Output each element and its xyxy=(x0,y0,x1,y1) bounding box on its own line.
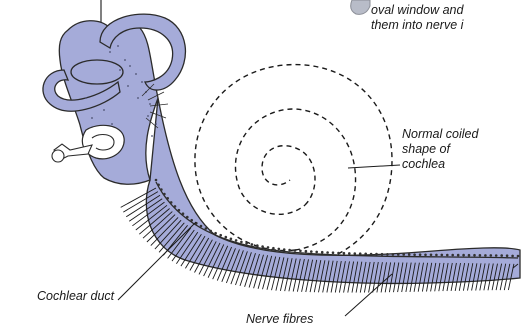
normal-coiled-label-line2: shape of xyxy=(402,142,478,157)
duct-dot xyxy=(256,244,259,247)
duct-dot xyxy=(310,250,313,253)
duct-dot xyxy=(402,253,405,256)
duct-dot xyxy=(225,236,228,239)
duct-dot xyxy=(517,255,520,258)
duct-dot xyxy=(283,248,286,251)
duct-dot xyxy=(332,251,335,254)
duct-dot xyxy=(408,253,411,256)
duct-dot xyxy=(219,234,222,237)
duct-dot xyxy=(424,254,427,257)
duct-dot xyxy=(261,245,264,248)
duct-dot xyxy=(419,253,422,256)
duct-dot xyxy=(305,250,308,253)
duct-dot xyxy=(484,254,487,257)
oval-window-label: oval window and them into nerve i xyxy=(371,3,463,33)
duct-dot xyxy=(160,188,163,191)
duct-dot xyxy=(182,212,185,215)
nerve-fibres-label: Nerve fibres xyxy=(246,312,313,327)
duct-dot xyxy=(235,239,238,242)
duct-dot xyxy=(251,243,254,246)
duct-dot xyxy=(155,179,158,182)
duct-dot xyxy=(337,252,340,255)
duct-dot xyxy=(381,253,384,256)
duct-dot xyxy=(413,253,416,256)
duct-dot xyxy=(267,246,270,249)
duct-dot xyxy=(200,225,203,228)
duct-dot xyxy=(272,247,275,250)
duct-dot xyxy=(214,232,217,235)
duct-dot xyxy=(392,253,395,256)
normal-coiled-label: Normal coiled shape of cochlea xyxy=(402,127,478,172)
coiled-pointer-line xyxy=(348,165,400,168)
duct-dot xyxy=(386,253,389,256)
duct-dot xyxy=(209,230,212,233)
oval-window-label-line1: oval window and xyxy=(371,3,463,18)
duct-dot xyxy=(178,209,181,212)
duct-dot xyxy=(299,250,302,253)
duct-dot xyxy=(359,252,362,255)
duct-dot xyxy=(230,238,233,241)
duct-dot xyxy=(294,249,297,252)
duct-dot xyxy=(495,254,498,257)
duct-dot xyxy=(451,254,454,257)
normal-coiled-label-line3: cochlea xyxy=(402,157,478,172)
duct-dot xyxy=(500,254,503,257)
duct-dot xyxy=(163,193,166,196)
duct-dot xyxy=(278,248,281,251)
duct-dot xyxy=(343,252,346,255)
ear-icon-partial xyxy=(351,0,370,14)
duct-dot xyxy=(321,251,324,254)
duct-dot xyxy=(490,254,493,257)
duct-dot xyxy=(348,252,351,255)
coiled-cochlea-outline xyxy=(195,65,392,258)
duct-dot xyxy=(288,249,291,252)
duct-dot xyxy=(315,251,318,254)
duct-dot xyxy=(473,254,476,257)
duct-dot xyxy=(370,253,373,256)
duct-dot xyxy=(397,253,400,256)
duct-dot xyxy=(468,254,471,257)
duct-dot xyxy=(326,251,329,254)
duct-dot xyxy=(240,241,243,244)
duct-dot xyxy=(479,254,482,257)
duct-dot xyxy=(506,254,509,257)
duct-dot xyxy=(446,254,449,257)
duct-dot xyxy=(354,252,357,255)
duct-dot xyxy=(205,227,208,230)
normal-coiled-label-line1: Normal coiled xyxy=(402,127,478,142)
duct-dot xyxy=(375,253,378,256)
duct-dot xyxy=(462,254,465,257)
cochlear-duct-label: Cochlear duct xyxy=(37,289,114,304)
duct-dot xyxy=(166,197,169,200)
duct-dot xyxy=(435,254,438,257)
duct-dot xyxy=(430,254,433,257)
duct-dot xyxy=(457,254,460,257)
oval-window-label-line2: them into nerve i xyxy=(371,18,463,33)
duct-dot xyxy=(170,201,173,204)
duct-dot xyxy=(245,242,248,245)
duct-dot xyxy=(157,184,160,187)
duct-dot xyxy=(186,216,189,219)
duct-dot xyxy=(174,205,177,208)
duct-dot xyxy=(190,219,193,222)
oval-window-stapes xyxy=(52,125,124,162)
duct-dot xyxy=(441,254,444,257)
duct-dot xyxy=(511,255,514,258)
duct-dot xyxy=(364,253,367,256)
